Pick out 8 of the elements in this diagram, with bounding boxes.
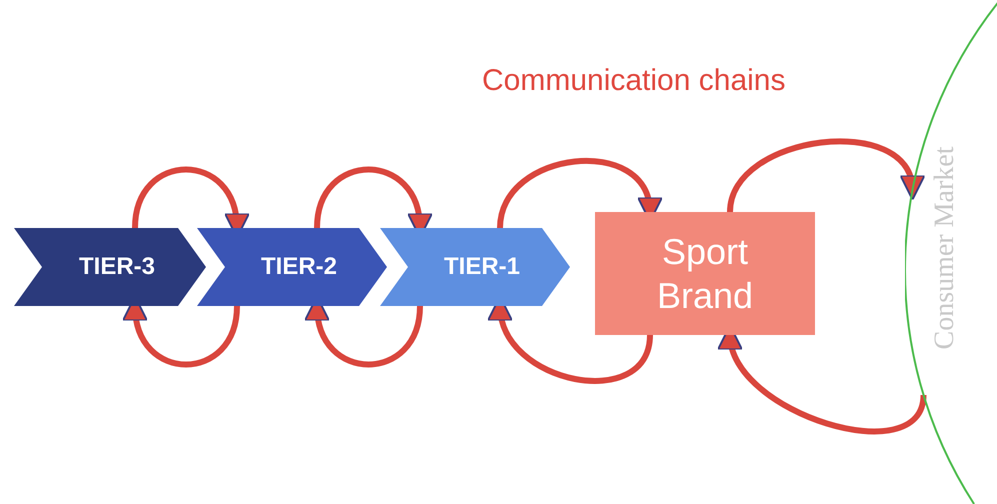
chevron-step: TIER-2 <box>197 228 387 306</box>
curved-arrow <box>497 158 660 228</box>
diagram-title: Communication chains <box>482 63 786 99</box>
chevron-step: TIER-1 <box>380 228 570 306</box>
brand-box: Sport Brand <box>595 212 815 335</box>
curved-arrow <box>727 138 922 213</box>
chevron-step: TIER-3 <box>14 228 206 306</box>
market-arc <box>905 0 997 504</box>
